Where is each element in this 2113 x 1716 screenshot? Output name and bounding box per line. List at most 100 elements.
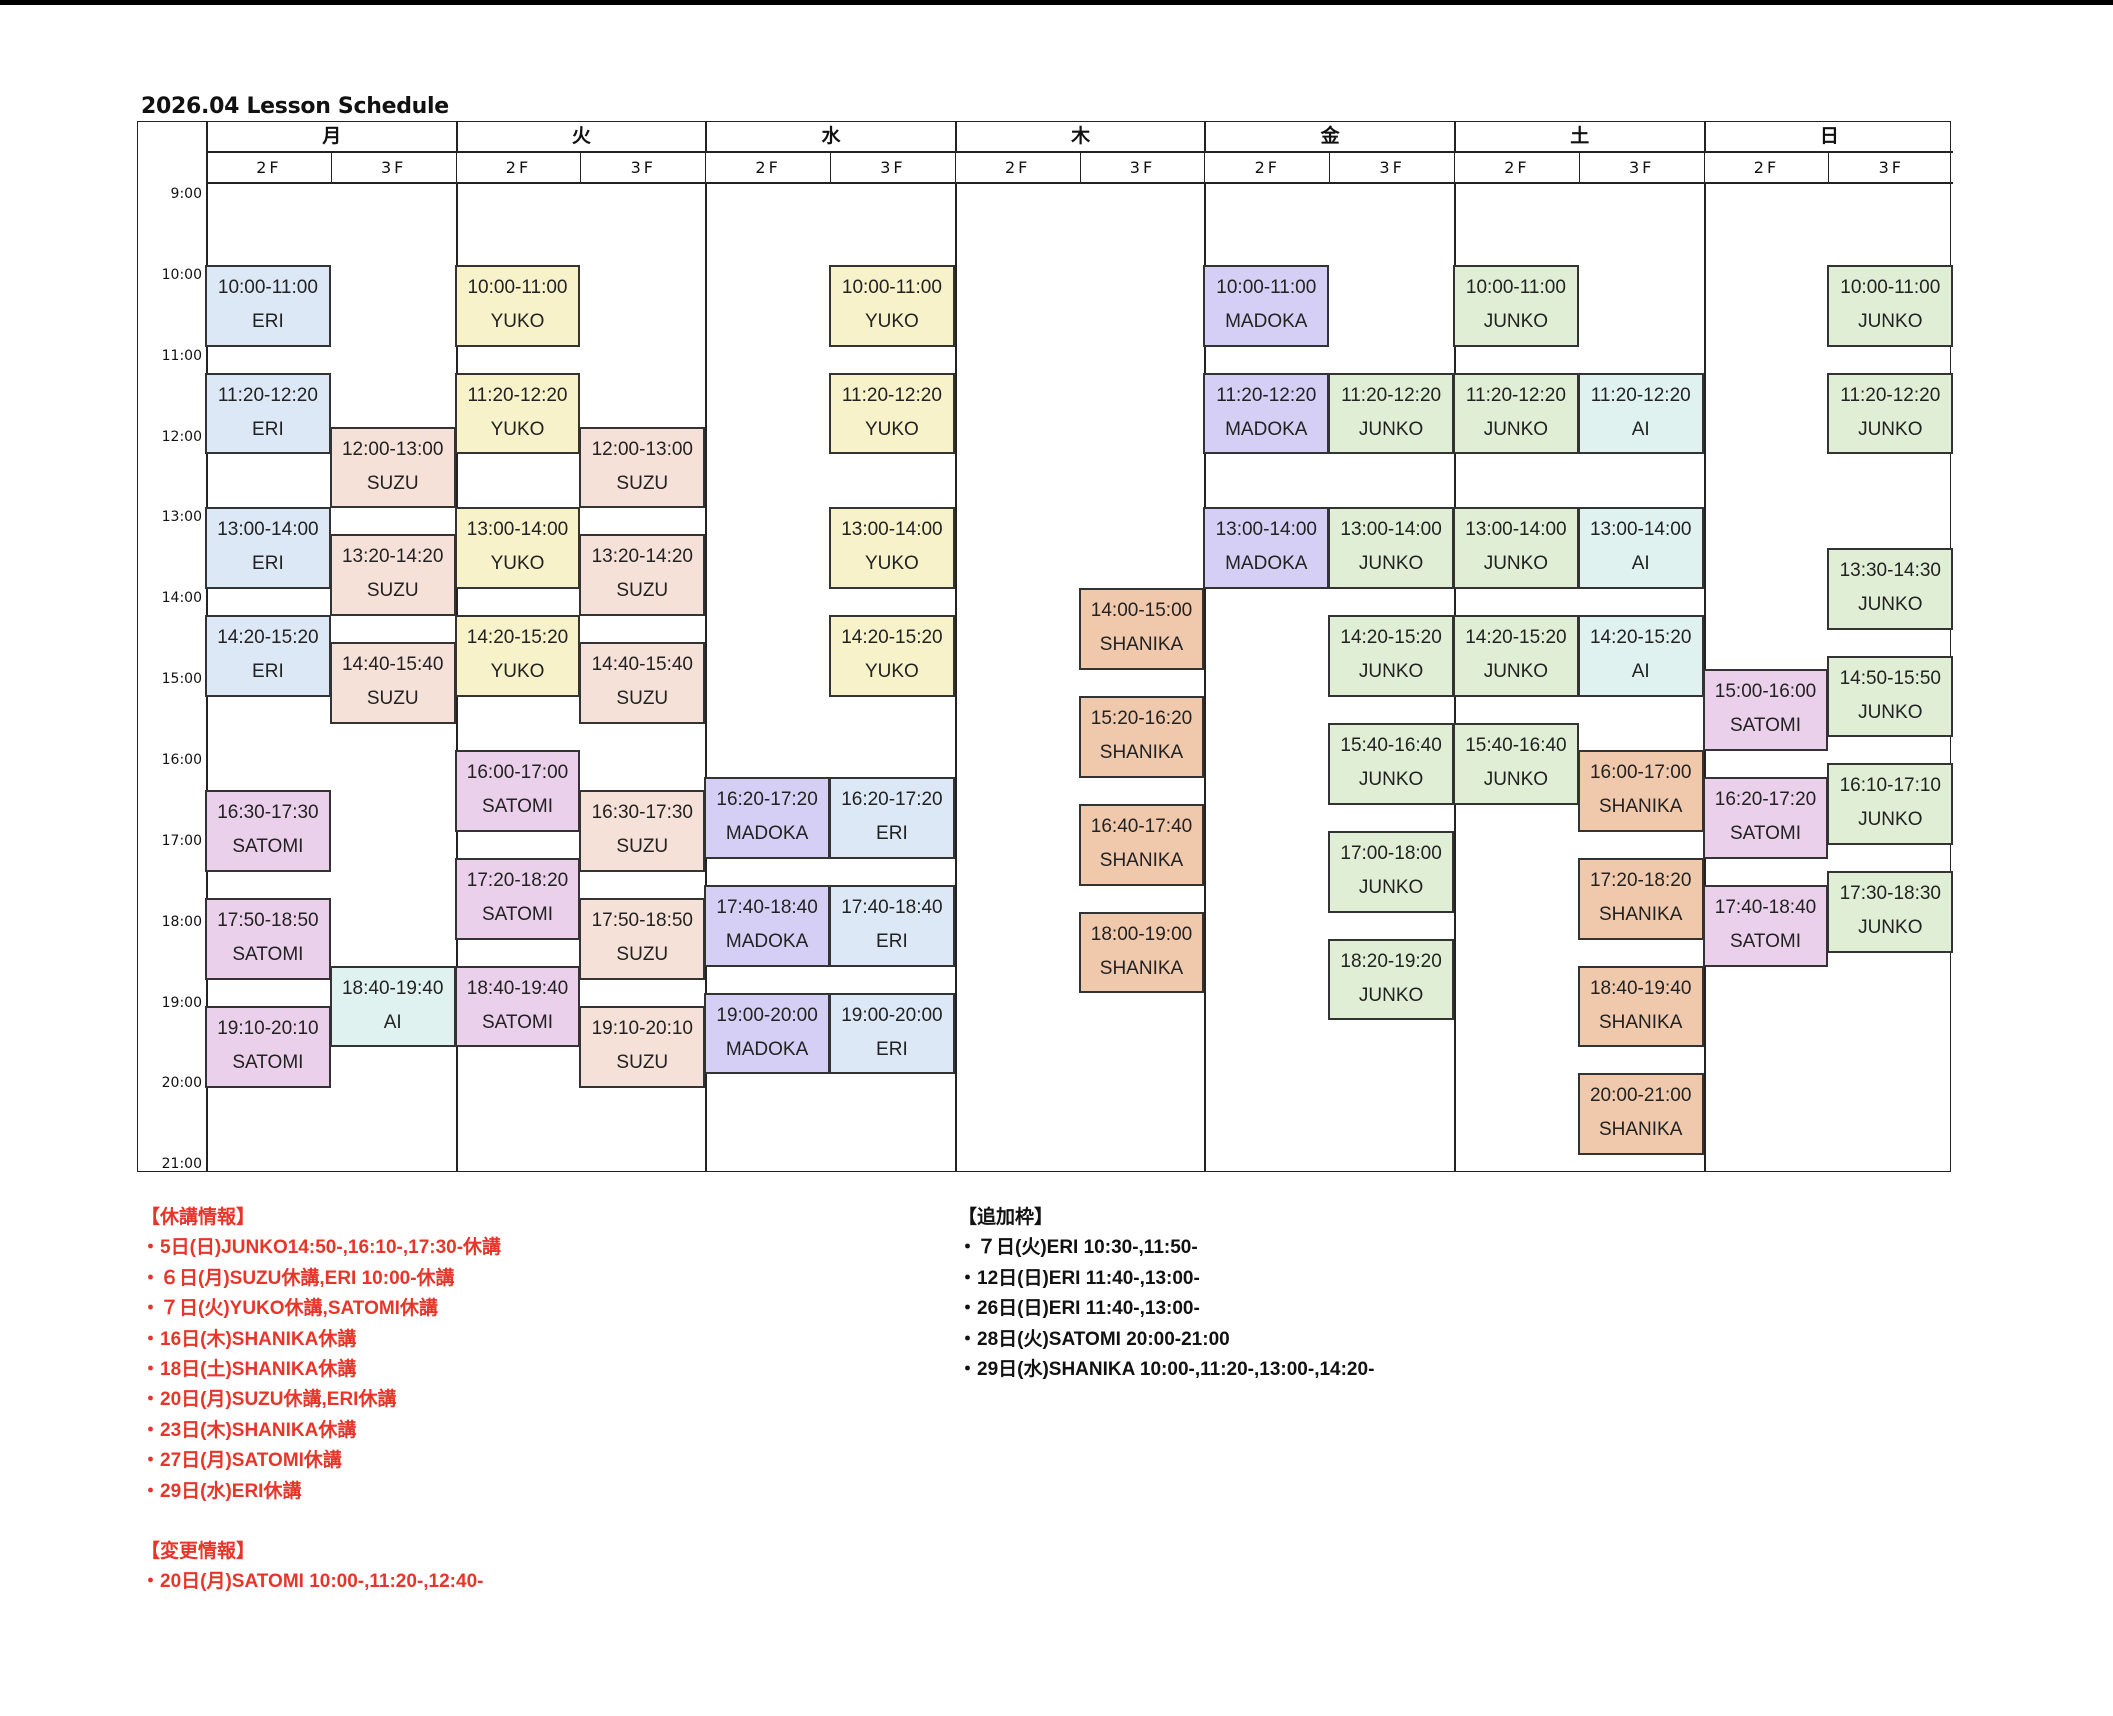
lesson-time: 11:20-12:20 (1840, 384, 1941, 406)
lesson-teacher: JUNKO (1483, 769, 1549, 790)
lesson-time: 14:20-15:20 (217, 627, 319, 649)
note-item: ・26日(日)ERI 11:40-,13:00- (958, 1298, 1200, 1320)
lesson-teacher: SHANIKA (1099, 849, 1184, 871)
note-item: ・12日(日)ERI 11:40-,13:00- (958, 1267, 1200, 1289)
lesson-time: 18:40-19:40 (466, 977, 569, 999)
lesson-time: 17:40-18:40 (716, 896, 818, 918)
lesson-teacher: JUNKO (1858, 418, 1923, 440)
lesson-time: 18:40-19:40 (341, 977, 444, 999)
lesson-teacher: MADOKA (725, 930, 809, 952)
lesson-time: 14:20-15:20 (1465, 627, 1567, 649)
lesson-teacher: YUKO (490, 553, 545, 575)
day-column (1204, 184, 1454, 1171)
lesson-time: 13:00-14:00 (1465, 519, 1567, 541)
day-header: 火 (455, 122, 706, 153)
lesson-teacher: SATOMI (232, 1051, 304, 1073)
floor-header: 3F (1828, 153, 1954, 184)
lesson-time: 11:20-12:20 (467, 384, 568, 406)
lesson-teacher: YUKO (490, 310, 545, 332)
floor-header: 3F (1578, 153, 1704, 184)
lesson-teacher: ERI (252, 661, 284, 683)
lesson-teacher: JUNKO (1483, 553, 1549, 575)
cancellation-heading: 【休講情報】 (141, 1207, 256, 1228)
lesson-teacher: SHANIKA (1598, 1119, 1683, 1141)
additions-notes: 【追加枠】 ・７日(火)ERI 10:30-,11:50-・12日(日)ERI … (958, 1203, 1374, 1385)
lesson-teacher: YUKO (864, 310, 919, 332)
hour-label: 17:00 (161, 832, 202, 849)
lesson-teacher: SHANIKA (1099, 742, 1184, 764)
lesson-teacher: SHANIKA (1598, 1011, 1683, 1033)
lesson-time: 14:40-15:40 (591, 654, 693, 676)
lesson-time: 17:20-18:20 (1589, 869, 1692, 891)
